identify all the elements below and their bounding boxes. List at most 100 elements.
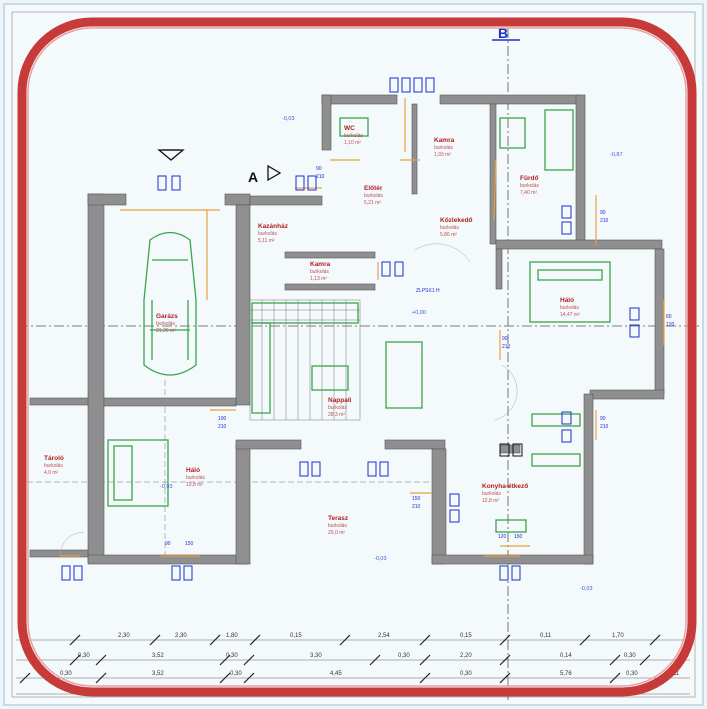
window-5-top: 100 — [218, 416, 227, 422]
svg-text:burkolás: burkolás — [520, 183, 539, 189]
window-2-top: 90 — [600, 210, 606, 216]
svg-text:14,47 m²: 14,47 m² — [560, 312, 580, 318]
window-4-bot: 210 — [600, 424, 609, 430]
walls — [29, 94, 665, 565]
svg-text:4,0 m²: 4,0 m² — [44, 470, 59, 476]
svg-text:Kazánház: Kazánház — [258, 223, 289, 230]
svg-text:0,30: 0,30 — [624, 653, 636, 659]
window-8-top: 120 — [498, 534, 507, 540]
svg-text:0,30: 0,30 — [60, 671, 72, 677]
svg-text:20,0 m²: 20,0 m² — [328, 530, 345, 536]
svg-text:WC: WC — [344, 125, 355, 132]
window-6-bot: 210 — [412, 504, 421, 510]
svg-text:burkolás: burkolás — [344, 133, 363, 139]
svg-text:Fürdő: Fürdő — [520, 175, 538, 182]
svg-text:1,10 m²: 1,10 m² — [344, 140, 361, 146]
window-1-bot: 210 — [316, 174, 325, 180]
svg-text:13,8 m²: 13,8 m² — [186, 482, 203, 488]
window-7-bot: 150 — [185, 541, 194, 547]
svg-text:-0,03: -0,03 — [374, 556, 387, 562]
window-4-top: 90 — [600, 416, 606, 422]
svg-text:burkolás: burkolás — [44, 463, 63, 469]
svg-text:0,30: 0,30 — [230, 671, 242, 677]
svg-text:0,30: 0,30 — [626, 671, 638, 677]
stairs — [249, 299, 361, 421]
svg-text:burkolás: burkolás — [328, 405, 347, 411]
svg-text:Közlekedő: Közlekedő — [440, 217, 473, 224]
svg-text:0,14: 0,14 — [560, 653, 572, 659]
window-3-top: 60 — [666, 314, 672, 320]
svg-text:3,52: 3,52 — [152, 653, 164, 659]
svg-text:1,13 m²: 1,13 m² — [310, 276, 327, 282]
svg-text:5,11 m²: 5,11 m² — [258, 238, 275, 244]
svg-text:burkolás: burkolás — [328, 523, 347, 529]
furniture — [107, 109, 611, 533]
window-8-bot: 150 — [514, 534, 523, 540]
svg-text:2,54: 2,54 — [378, 633, 390, 639]
window-6-top: 150 — [412, 496, 421, 502]
svg-text:burkolás: burkolás — [440, 225, 459, 231]
svg-text:+0,00: +0,00 — [412, 310, 426, 316]
svg-text:Előtér: Előtér — [364, 185, 383, 192]
svg-text:burkolás: burkolás — [560, 305, 579, 311]
section-marker-label: A — [248, 169, 258, 185]
svg-text:4,45: 4,45 — [330, 671, 342, 677]
svg-text:-0,03: -0,03 — [282, 116, 295, 122]
svg-text:Nappali: Nappali — [328, 397, 352, 404]
svg-text:1,93 m²: 1,93 m² — [434, 152, 451, 158]
grid-label-b: B — [498, 25, 508, 41]
svg-text:28,3 m²: 28,3 m² — [328, 412, 345, 418]
svg-text:0,15: 0,15 — [290, 633, 302, 639]
svg-text:5,86 m²: 5,86 m² — [440, 232, 457, 238]
svg-text:2,30: 2,30 — [175, 633, 187, 639]
window-9-bot: 210 — [502, 344, 511, 350]
svg-text:2,20: 2,20 — [460, 653, 472, 659]
svg-text:0,15: 0,15 — [460, 633, 472, 639]
window-3-bot: 120 — [666, 322, 675, 328]
section-marker-arrow — [267, 164, 282, 182]
svg-text:1,80: 1,80 — [226, 633, 238, 639]
svg-text:1,70: 1,70 — [612, 633, 624, 639]
svg-text:Háló: Háló — [560, 297, 574, 304]
doors — [60, 98, 665, 557]
svg-text:burkolás: burkolás — [156, 321, 175, 327]
window-1-top: 90 — [316, 166, 322, 172]
svg-text:burkolás: burkolás — [258, 231, 277, 237]
svg-text:Garázs: Garázs — [156, 313, 178, 320]
svg-text:21,36 m²: 21,36 m² — [156, 328, 176, 334]
svg-text:Háló: Háló — [186, 467, 200, 474]
svg-text:5,76: 5,76 — [560, 671, 572, 677]
highlight-frame — [17, 17, 697, 697]
svg-text:burkolás: burkolás — [186, 475, 205, 481]
svg-text:5,21 m²: 5,21 m² — [364, 200, 381, 206]
svg-text:burkolás: burkolás — [364, 193, 383, 199]
svg-text:-0,03: -0,03 — [580, 586, 593, 592]
window-markers — [61, 77, 640, 581]
svg-text:Konyha-étkező: Konyha-étkező — [482, 483, 528, 490]
svg-text:Tároló: Tároló — [44, 455, 64, 462]
svg-text:Kamra: Kamra — [434, 137, 455, 144]
window-9-top: 90 — [502, 336, 508, 342]
svg-text:burkolás: burkolás — [482, 491, 501, 497]
svg-text:7,40 m²: 7,40 m² — [520, 190, 537, 196]
svg-text:-0,03: -0,03 — [160, 484, 173, 490]
svg-text:3,30: 3,30 — [310, 653, 322, 659]
window-2-bot: 210 — [600, 218, 609, 224]
level-marks: -0,03 -0,87 +0,00 -0,03 -0,03 -0,03 ZLPS… — [160, 116, 623, 592]
svg-text:0,30: 0,30 — [226, 653, 238, 659]
